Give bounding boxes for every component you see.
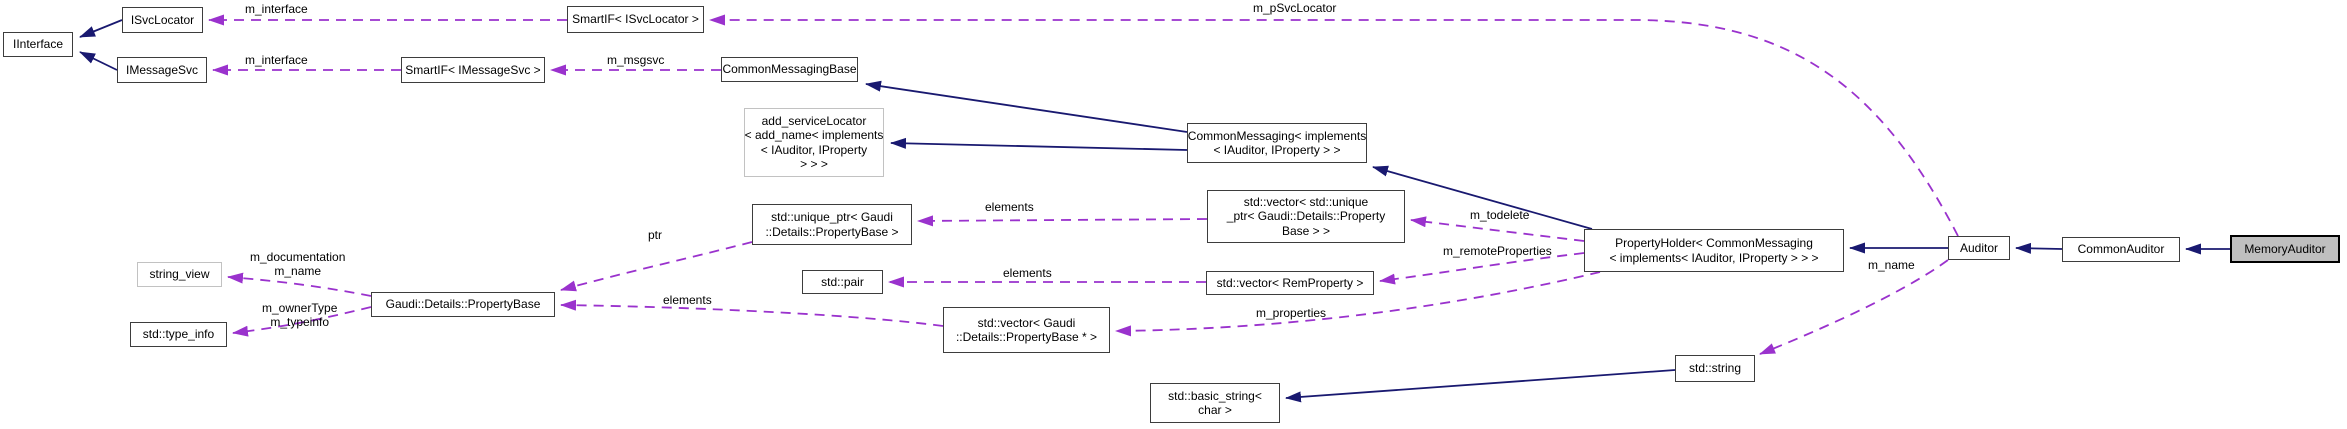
- class-label: SmartIF< IMessageSvc >: [405, 62, 541, 77]
- class-label: std::vector< RemProperty >: [1216, 275, 1364, 290]
- class-box-isvclocator[interactable]: ISvcLocator: [122, 7, 203, 33]
- class-label: CommonMessagingBase: [722, 62, 857, 77]
- edge-propertyholder-to-commonmessaging: [1372, 165, 1593, 230]
- class-box-string-view: string_view: [137, 262, 222, 287]
- class-label: IMessageSvc: [125, 62, 199, 77]
- class-label: std::type_info: [142, 327, 215, 342]
- edge-vector-propertybase-to-propertybase-elements: [560, 299, 944, 327]
- edge-stdstring-to-basicstring: [1285, 369, 1676, 403]
- class-box-vector-propertybase[interactable]: std::vector< Gaudi ::Details::PropertyBa…: [943, 307, 1110, 353]
- edge-imessagesvc-to-iinterface: [79, 51, 118, 71]
- class-box-smartif-isvclocator[interactable]: SmartIF< ISvcLocator >: [567, 6, 704, 33]
- class-box-commonauditor[interactable]: CommonAuditor: [2062, 237, 2180, 262]
- class-label: std::basic_string< char >: [1168, 388, 1262, 418]
- edge-vector-unique-to-unique-ptr-elements: [917, 215, 1208, 227]
- class-label: IInterface: [12, 37, 64, 52]
- edge-propertybase-to-type-info-m-ownertype: [232, 306, 372, 337]
- class-label: Auditor: [1959, 240, 1999, 255]
- edge-label-m-interface-msg: m_interface: [245, 53, 308, 67]
- class-label: ISvcLocator: [130, 12, 195, 27]
- edge-auditor-to-smartif-isvclocator-m-psvclocator: [709, 14, 1959, 237]
- edge-unique-ptr-to-propertybase-ptr: [560, 241, 753, 292]
- class-box-iinterface[interactable]: IInterface: [3, 32, 73, 57]
- class-label: Gaudi::Details::PropertyBase: [385, 297, 541, 312]
- class-box-vector-remproperty[interactable]: std::vector< RemProperty >: [1206, 271, 1374, 295]
- class-box-commonmessaging[interactable]: CommonMessaging< implements < IAuditor, …: [1187, 123, 1367, 163]
- class-box-imessagesvc[interactable]: IMessageSvc: [117, 57, 207, 83]
- edge-label-m-psvclocator: m_pSvcLocator: [1253, 1, 1337, 15]
- edge-label-elements-pair: elements: [1003, 266, 1052, 280]
- edge-propertyholder-to-vector-propertybase-m-properties: [1115, 271, 1601, 337]
- edge-commonauditor-to-auditor: [2015, 242, 2063, 254]
- edge-propertyholder-to-vector-remproperty-m-remoteproperties: [1379, 252, 1585, 285]
- edge-label-m-name: m_name: [1868, 258, 1915, 272]
- class-box-basic-string[interactable]: std::basic_string< char >: [1150, 383, 1280, 423]
- edge-label-elements-vector: elements: [663, 293, 712, 307]
- edge-label-m-ownertype-m-typeinfo: m_ownerType m_typeinfo: [262, 301, 338, 329]
- class-label: std::pair: [821, 274, 864, 289]
- class-label: PropertyHolder< CommonMessaging < implem…: [1609, 236, 1819, 265]
- class-label: string_view: [149, 267, 210, 282]
- edge-isvclocator-to-iinterface: [79, 19, 123, 38]
- class-box-vector-unique-ptr[interactable]: std::vector< std::unique _ptr< Gaudi::De…: [1207, 190, 1405, 243]
- edge-commonmessaging-to-add-servicelocator: [890, 137, 1188, 151]
- class-label: MemoryAuditor: [2244, 241, 2326, 256]
- class-label: std::vector< Gaudi ::Details::PropertyBa…: [955, 315, 1098, 345]
- class-label: SmartIF< ISvcLocator >: [572, 12, 699, 27]
- class-box-unique-ptr[interactable]: std::unique_ptr< Gaudi ::Details::Proper…: [752, 204, 912, 245]
- edge-label-m-msgsvc: m_msgsvc: [607, 53, 665, 67]
- edge-propertybase-to-string-view-m-documentation: [227, 272, 372, 297]
- class-label: std::vector< std::unique _ptr< Gaudi::De…: [1226, 194, 1386, 238]
- edge-propertyholder-to-vector-unique-m-todelete: [1410, 216, 1585, 242]
- class-label: CommonAuditor: [2077, 242, 2165, 257]
- class-label: std::unique_ptr< Gaudi ::Details::Proper…: [765, 210, 899, 239]
- edge-label-m-todelete: m_todelete: [1470, 208, 1530, 222]
- edge-label-m-remoteproperties: m_remoteProperties: [1443, 244, 1552, 258]
- edge-label-elements-unique: elements: [985, 200, 1034, 214]
- class-box-std-string[interactable]: std::string: [1675, 355, 1755, 382]
- edge-label-m-documentation-m-name: m_documentation m_name: [250, 250, 346, 278]
- edge-auditor-to-stdstring-m-name: [1759, 259, 1949, 355]
- class-box-auditor[interactable]: Auditor: [1948, 236, 2010, 260]
- class-box-std-pair[interactable]: std::pair: [802, 270, 883, 294]
- class-label: add_serviceLocator < add_name< implement…: [744, 113, 884, 172]
- edge-commonmessaging-to-commonmessagingbase: [865, 80, 1188, 133]
- class-box-type-info[interactable]: std::type_info: [130, 322, 227, 347]
- edge-label-ptr: ptr: [648, 228, 663, 242]
- edge-label-m-properties: m_properties: [1256, 306, 1327, 320]
- class-box-propertybase[interactable]: Gaudi::Details::PropertyBase: [371, 292, 555, 317]
- class-label: std::string: [1688, 361, 1742, 376]
- class-box-add-servicelocator: add_serviceLocator < add_name< implement…: [744, 108, 884, 177]
- class-box-propertyholder[interactable]: PropertyHolder< CommonMessaging < implem…: [1584, 229, 1844, 272]
- class-box-commonmessagingbase[interactable]: CommonMessagingBase: [721, 57, 858, 82]
- class-box-smartif-imessagesvc[interactable]: SmartIF< IMessageSvc >: [401, 57, 545, 83]
- edge-label-m-interface-svc: m_interface: [245, 2, 308, 16]
- class-box-memoryauditor: MemoryAuditor: [2230, 235, 2340, 263]
- class-label: CommonMessaging< implements < IAuditor, …: [1187, 128, 1367, 158]
